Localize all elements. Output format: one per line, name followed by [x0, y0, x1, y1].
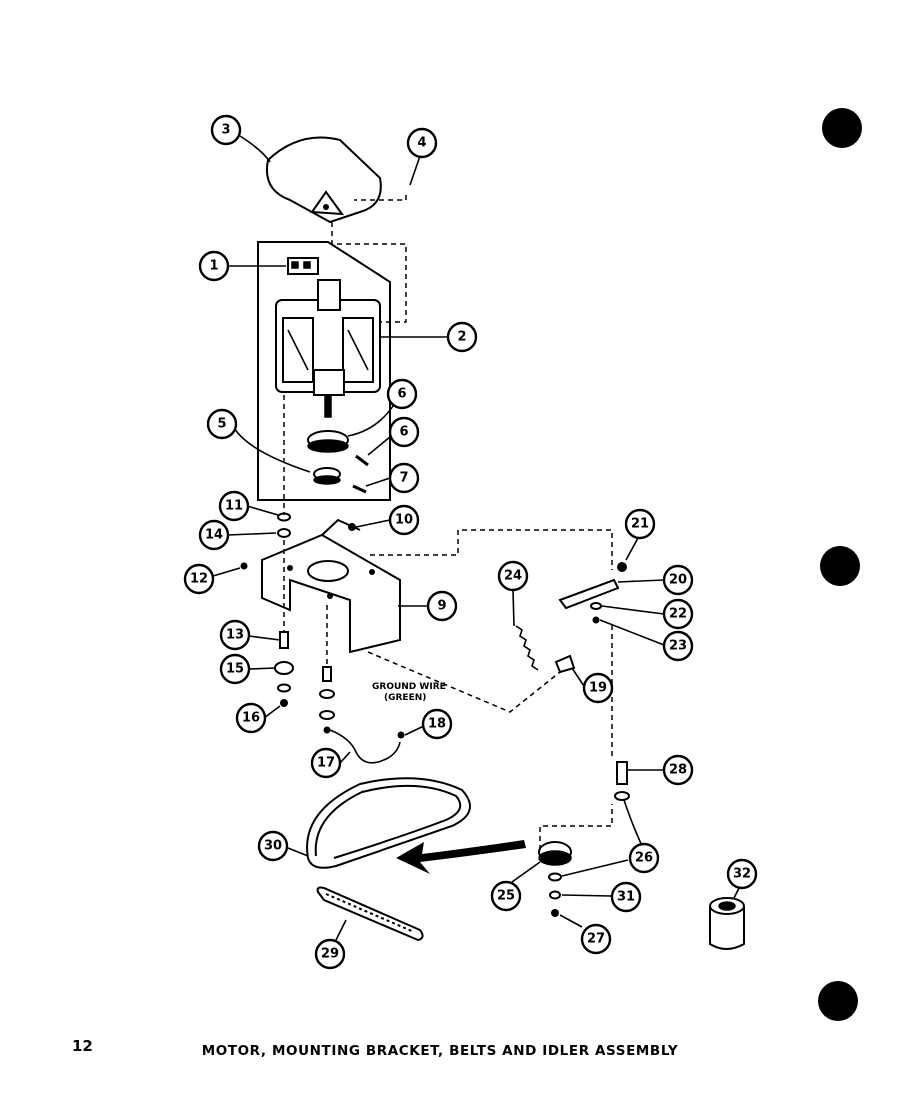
idler-spring — [515, 625, 576, 674]
callout-32: 32 — [726, 858, 758, 890]
pump-belt — [316, 886, 424, 942]
diagram-caption: MOTOR, MOUNTING BRACKET, BELTS AND IDLER… — [201, 1043, 679, 1059]
set-screw-lower — [352, 484, 367, 494]
motor-switch — [287, 257, 319, 275]
ground-screw — [397, 731, 405, 739]
motor — [275, 279, 381, 418]
callout-7: 7 — [388, 462, 420, 494]
callout-25: 25 — [490, 880, 522, 912]
callout-30: 30 — [257, 830, 289, 862]
callout-3: 3 — [210, 114, 242, 146]
callout-10-label: 10 — [395, 513, 413, 528]
callout-25-label: 25 — [497, 889, 515, 904]
callout-10: 10 — [388, 504, 420, 536]
callout-32-label: 32 — [733, 867, 751, 882]
callout-12: 12 — [183, 563, 215, 595]
idler-pulley — [538, 761, 630, 917]
callout-1: 1 — [198, 250, 230, 282]
mounting-bracket — [261, 518, 401, 654]
callout-19: 19 — [582, 672, 614, 704]
fasteners-middle — [319, 666, 335, 734]
callout-20: 20 — [662, 564, 694, 596]
callout-21: 21 — [624, 508, 656, 540]
set-screw — [355, 454, 369, 467]
callout-4: 4 — [406, 127, 438, 159]
callout-13-label: 13 — [226, 628, 244, 643]
idler-lever — [558, 562, 627, 624]
ground-wire-label-line1: GROUND WIRE — [372, 682, 446, 692]
callout-17-label: 17 — [317, 756, 335, 771]
callout-30-label: 30 — [264, 839, 282, 854]
motor-pulley — [307, 430, 349, 453]
callout-4-label: 4 — [417, 136, 426, 151]
callout-12-label: 12 — [190, 572, 208, 587]
fasteners-left — [240, 512, 356, 707]
binder-hole-bottom — [818, 981, 858, 1021]
binder-holes — [818, 108, 862, 1021]
callout-29-label: 29 — [321, 947, 339, 962]
callout-5: 5 — [206, 408, 238, 440]
callout-22-label: 22 — [669, 607, 687, 622]
callout-16-label: 16 — [242, 711, 260, 726]
callout-19-label: 19 — [589, 681, 607, 696]
callout-31-label: 31 — [617, 890, 635, 905]
drive-pulley — [313, 467, 341, 485]
callout-15: 15 — [219, 653, 251, 685]
callout-11-label: 11 — [225, 499, 243, 514]
callout-5-label: 5 — [217, 417, 226, 432]
callout-15-label: 15 — [226, 662, 244, 677]
callout-28: 28 — [662, 754, 694, 786]
callout-23: 23 — [662, 630, 694, 662]
callout-3-label: 3 — [221, 123, 230, 138]
ground-wire — [329, 729, 401, 764]
ground-wire-label-line2: (GREEN) — [384, 693, 426, 703]
leader-lines — [212, 135, 741, 941]
callout-13: 13 — [219, 619, 251, 651]
callout-27-label: 27 — [587, 932, 605, 947]
callout-21-label: 21 — [631, 517, 649, 532]
callout-6-lower-label: 6 — [399, 425, 408, 440]
callout-29: 29 — [314, 938, 346, 970]
assembly-guide-lines — [283, 195, 613, 850]
callout-24: 24 — [497, 560, 529, 592]
callout-11: 11 — [218, 490, 250, 522]
callout-20-label: 20 — [669, 573, 687, 588]
callout-17: 17 — [310, 747, 342, 779]
callout-27: 27 — [580, 923, 612, 955]
belt-direction-arrow — [396, 840, 526, 874]
motor-cover — [266, 136, 382, 224]
callout-23-label: 23 — [669, 639, 687, 654]
callout-7-label: 7 — [399, 471, 408, 486]
callout-2: 2 — [446, 321, 478, 353]
callout-18: 18 — [421, 708, 453, 740]
page-number: 12 — [72, 1037, 93, 1055]
binder-hole-middle — [820, 546, 860, 586]
callout-2-label: 2 — [457, 330, 466, 345]
callout-24-label: 24 — [504, 569, 522, 584]
callout-26-label: 26 — [635, 851, 653, 866]
callout-9-label: 9 — [437, 599, 446, 614]
drive-belt — [306, 777, 471, 869]
binder-hole-top — [822, 108, 862, 148]
callout-16: 16 — [235, 702, 267, 734]
callout-26: 26 — [628, 842, 660, 874]
callout-28-label: 28 — [669, 763, 687, 778]
callout-6-lower: 6 — [388, 416, 420, 448]
callout-31: 31 — [610, 881, 642, 913]
callout-14: 14 — [198, 519, 230, 551]
callout-9: 9 — [426, 590, 458, 622]
callout-6-upper-label: 6 — [397, 387, 406, 402]
spare-bushing — [709, 897, 745, 950]
callout-14-label: 14 — [205, 528, 223, 543]
callout-18-label: 18 — [428, 717, 446, 732]
callout-6-upper: 6 — [386, 378, 418, 410]
callout-1-label: 1 — [209, 259, 218, 274]
callout-22: 22 — [662, 598, 694, 630]
